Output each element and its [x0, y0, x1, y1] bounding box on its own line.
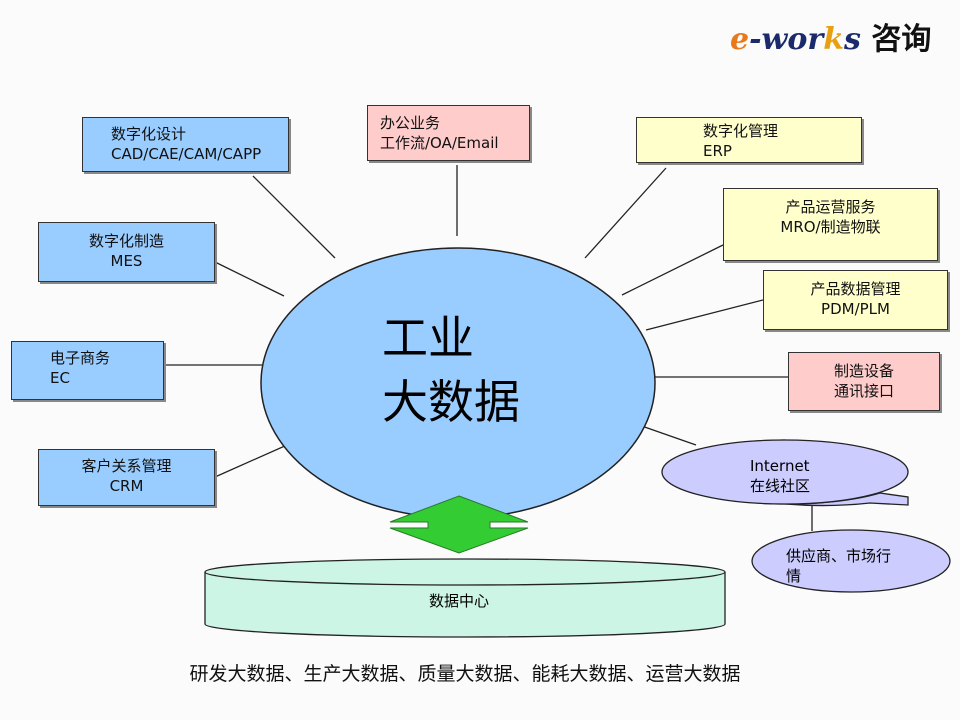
box-product-operation: 产品运营服务 MRO/制造物联	[723, 188, 938, 261]
bidirectional-arrow-icon	[389, 495, 529, 554]
box-title: 办公业务	[380, 114, 441, 132]
connector-internet	[635, 423, 697, 446]
box-subtitle: CAD/CAE/CAM/CAPP	[111, 145, 262, 163]
internet-ellipse	[661, 439, 909, 505]
box-subtitle: ERP	[703, 142, 732, 160]
box-digital-design: 数字化设计 CAD/CAE/CAM/CAPP	[82, 117, 289, 172]
box-title: 数字化管理	[703, 122, 779, 140]
datacenter-cylinder	[204, 572, 726, 638]
internet-label-line1: Internet	[750, 457, 810, 475]
box-digital-management: 数字化管理 ERP	[636, 117, 862, 163]
eworks-logo: e-works 咨询	[730, 22, 932, 57]
box-title: 数字化制造	[88, 232, 164, 250]
box-title: 产品运营服务	[785, 198, 876, 216]
box-subtitle: 工作流/OA/Email	[380, 134, 499, 152]
connector-operation	[621, 244, 724, 296]
box-title: 产品数据管理	[810, 280, 901, 298]
supplier-label: 供应商、市场行 情	[786, 546, 891, 586]
internet-label-line2: 在线社区	[750, 477, 811, 495]
box-title: 数字化设计	[111, 125, 187, 143]
datacenter-label: 数据中心	[429, 592, 490, 610]
box-title: 电子商务	[50, 349, 111, 367]
box-digital-manufacturing: 数字化制造 MES	[38, 222, 215, 282]
connector-design	[252, 175, 336, 259]
datacenter-cylinder-top	[204, 558, 726, 586]
supplier-label-line1: 供应商、市场行	[786, 547, 892, 565]
supplier-label-line2: 情	[786, 567, 802, 585]
box-office: 办公业务 工作流/OA/Email	[367, 105, 530, 161]
central-title-line1: 工业	[382, 311, 474, 365]
supplier-ellipse	[751, 529, 951, 593]
box-crm: 客户关系管理 CRM	[38, 449, 215, 506]
connector-pdm	[645, 299, 764, 331]
box-pdm: 产品数据管理 PDM/PLM	[763, 270, 948, 330]
box-equipment: 制造设备 通讯接口	[788, 352, 940, 411]
box-subtitle: CRM	[109, 477, 144, 495]
footer-caption: 研发大数据、生产大数据、质量大数据、能耗大数据、运营大数据	[189, 663, 741, 685]
box-title: 制造设备	[833, 362, 894, 380]
connector-management	[584, 167, 667, 259]
connector-manufacturing	[214, 261, 285, 297]
internet-label: Internet 在线社区	[750, 456, 810, 496]
box-ecommerce: 电子商务 EC	[11, 341, 164, 400]
box-subtitle: EC	[50, 369, 70, 387]
box-title: 客户关系管理	[81, 457, 172, 475]
central-title: 工业 大数据	[382, 306, 520, 434]
box-subtitle: MRO/制造物联	[780, 218, 881, 236]
box-subtitle: PDM/PLM	[821, 300, 890, 318]
box-subtitle: MES	[110, 252, 143, 270]
central-title-line2: 大数据	[382, 375, 520, 429]
box-subtitle: 通讯接口	[833, 382, 894, 400]
